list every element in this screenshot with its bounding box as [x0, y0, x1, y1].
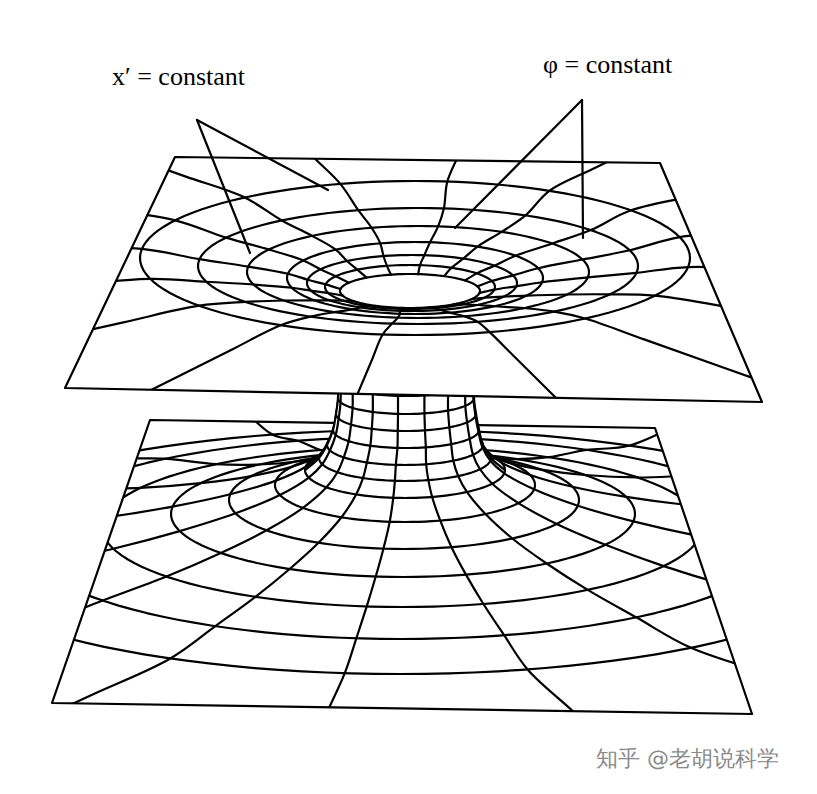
coordinate-radial [473, 382, 817, 587]
coordinate-radial [0, 394, 373, 794]
coordinate-ring [327, 445, 483, 465]
lower-front-grid [0, 380, 817, 794]
coordinate-radial [465, 100, 817, 281]
coordinate-ring [338, 398, 474, 414]
coordinate-radial [0, 390, 353, 738]
coordinate-radial [448, 393, 817, 788]
coordinate-ring [333, 430, 479, 448]
coordinate-ring [0, 552, 817, 674]
coordinate-ring [171, 514, 635, 577]
curve-label: x′ = constant [112, 62, 245, 92]
leader-line [197, 120, 328, 190]
coordinate-radial [0, 279, 343, 328]
coordinate-radial [453, 304, 817, 459]
upper-sheet-border [65, 157, 762, 402]
leader-line [197, 120, 250, 253]
coordinate-ring [305, 470, 505, 498]
watermark: 知乎 @老胡说科学 [596, 746, 779, 771]
coordinate-radial [429, 307, 663, 504]
coordinate-radial [0, 228, 340, 289]
coordinate-radial [264, 396, 398, 794]
coordinate-radial [418, 4, 522, 274]
coordinate-ring [140, 181, 690, 335]
coordinate-ring [340, 274, 480, 308]
coordinate-radial [0, 133, 349, 283]
coordinate-radial [477, 189, 817, 287]
coordinate-radial [444, 35, 817, 276]
coordinate-radial [0, 300, 355, 416]
coordinate-ring [325, 265, 495, 309]
coordinate-radial [424, 395, 713, 794]
lower-sheet [52, 420, 752, 714]
coordinate-radial [167, 12, 391, 275]
throat-fill [275, 380, 535, 522]
coordinate-radial [0, 57, 367, 278]
curve-label: φ = constant [543, 50, 672, 80]
coordinate-ring [275, 485, 535, 522]
leader-line [582, 100, 583, 238]
leader-line [455, 100, 582, 228]
coordinate-ring [198, 208, 638, 324]
coordinate-radial [0, 384, 341, 633]
coordinate-ring [336, 414, 476, 431]
coordinate-radial [308, 308, 402, 512]
coordinate-ring [319, 458, 491, 481]
upper-grid [0, 4, 817, 512]
